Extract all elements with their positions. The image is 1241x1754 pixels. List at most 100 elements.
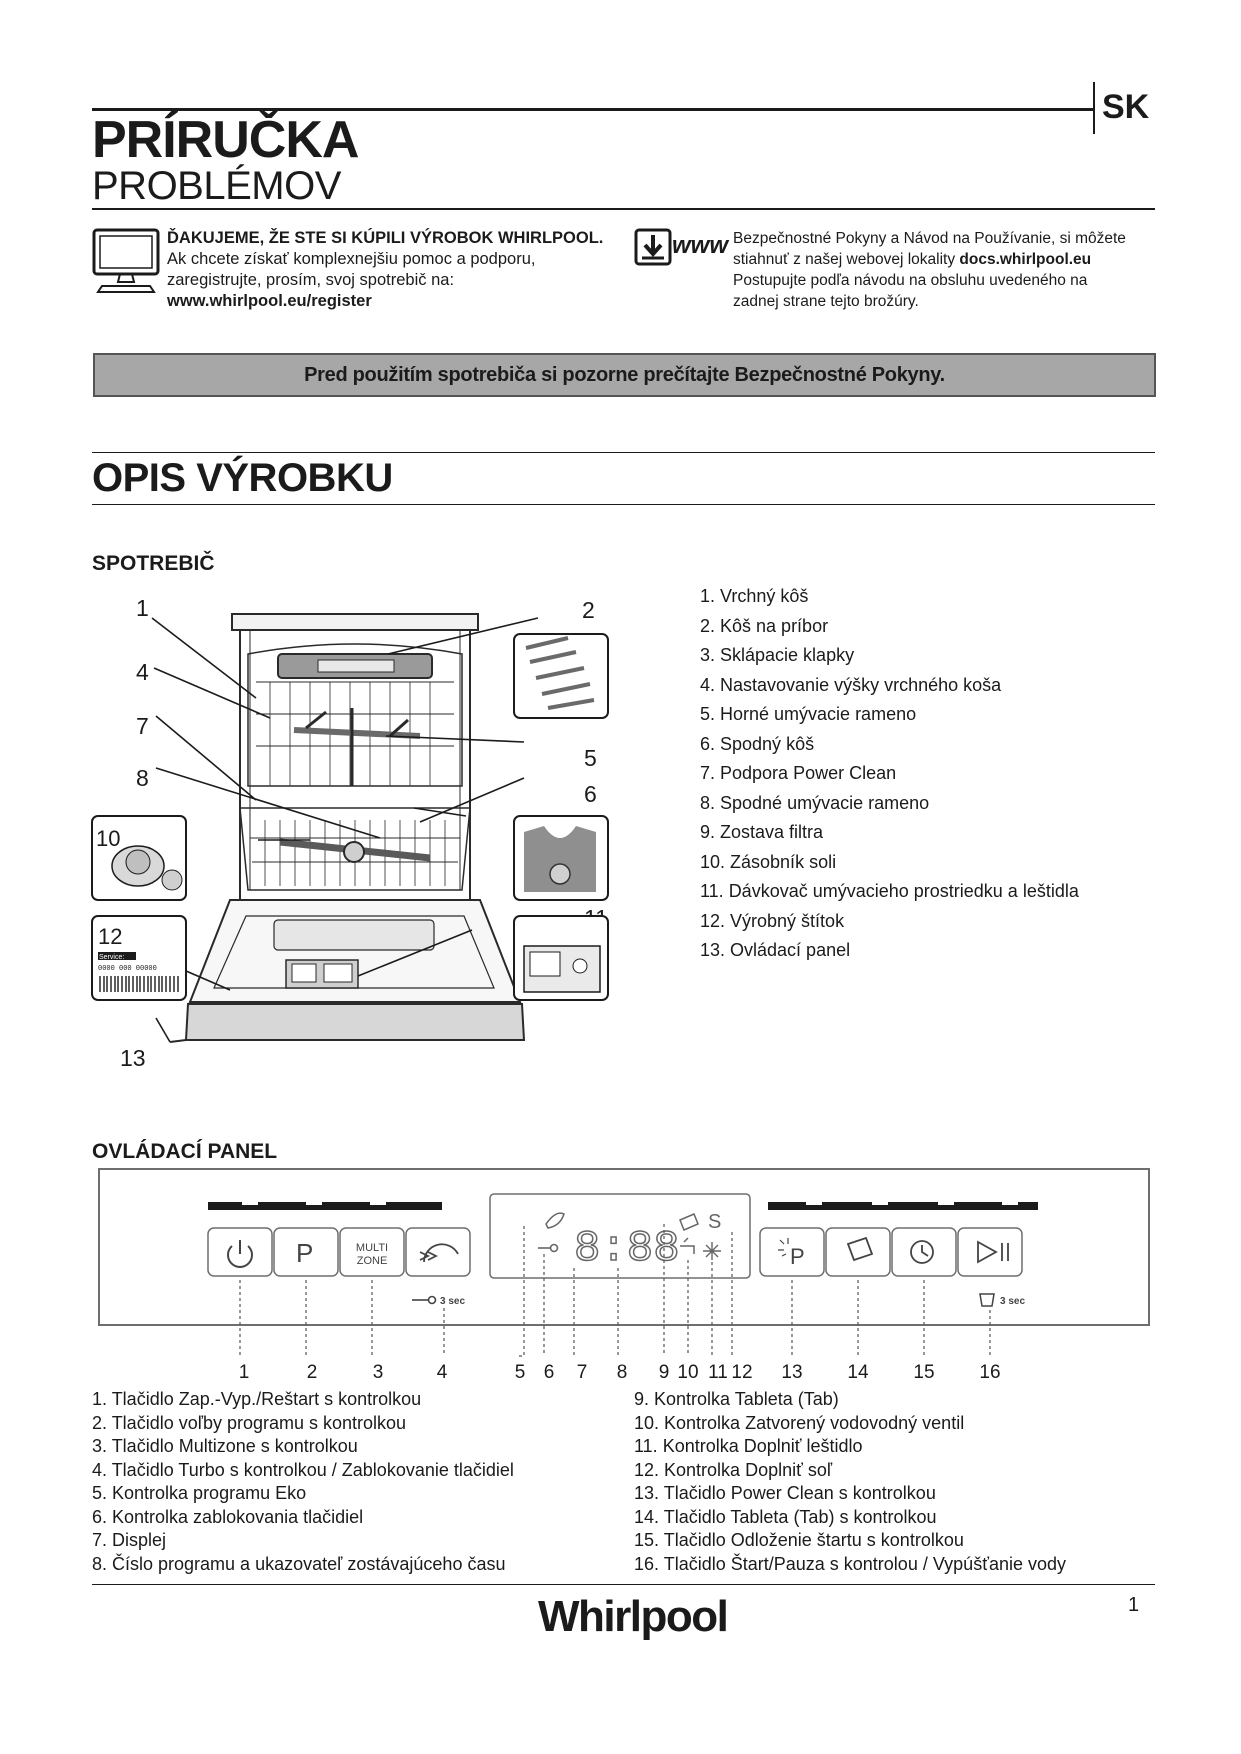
callout-4: 4 [136, 659, 149, 685]
list-item: 9. Zostava filtra [700, 822, 824, 842]
panel-number: 4 [436, 1362, 448, 1383]
panel-number: 9 [658, 1362, 670, 1383]
appliance-title: SPOTREBIČ [92, 552, 215, 575]
list-item: 12. Výrobný štítok [700, 910, 845, 931]
intro-line: Ak chcete získať komplexnejšiu pomoc a p… [167, 250, 536, 268]
safety-warning-banner: Pred použitím spotrebiča si pozorne preč… [93, 353, 1156, 397]
section-rule-top [92, 452, 1155, 453]
panel-number: 13 [781, 1362, 803, 1383]
list-item: 7. Displej [92, 1530, 167, 1550]
panel-number: 3 [372, 1362, 384, 1383]
turbo-icon [419, 1243, 459, 1263]
power-clean-icon: P [778, 1238, 805, 1269]
key-icon [412, 1295, 437, 1305]
list-item: 11. Dávkovač umývacieho prostriedku a le… [700, 881, 1079, 901]
service-label: Service: [99, 954, 124, 961]
register-link[interactable]: www.whirlpool.eu/register [167, 292, 372, 310]
list-item: 13. Ovládací panel [700, 940, 851, 960]
tablet-button-icon [846, 1236, 874, 1262]
list-item: 16. Tlačidlo Štart/Pauza s kontrolou / V… [634, 1553, 1066, 1574]
download-icon [634, 228, 730, 273]
delay-start-icon [910, 1240, 934, 1264]
footer-rule [92, 1584, 1155, 1585]
list-item: 12. Kontrolka Doplniť soľ [634, 1459, 833, 1480]
computer-icon [92, 228, 160, 299]
intro-line: zadnej strane tejto brožúry. [733, 293, 919, 310]
dishwasher-illustration: 1 2 3 4 5 7 6 8 9 11 13 10 12 Servi [91, 595, 609, 1071]
list-item: 3. Sklápacie klapky [700, 645, 855, 665]
service-number: 0000 000 00000 [98, 965, 157, 973]
appliance-parts-list: 1. Vrchný kôš 2. Kôš na príbor 3. Sklápa… [700, 582, 1079, 966]
key-lock-icon [538, 1243, 559, 1253]
list-item: 2. Kôš na príbor [700, 615, 829, 636]
intro-line: stiahnuť z našej webovej lokality docs.w… [733, 249, 1163, 270]
list-item: 14. Tlačidlo Tableta (Tab) s kontrolkou [634, 1506, 937, 1527]
list-item: 3. Tlačidlo Multizone s kontrolkou [92, 1436, 358, 1456]
list-item: 11. Kontrolka Doplniť leštidlo [634, 1436, 863, 1456]
list-item: 13. Tlačidlo Power Clean s kontrolkou [634, 1483, 936, 1503]
callout-13: 13 [120, 1045, 146, 1071]
control-panel-illustration: P MULTI ZONE 3 sec 8:88 S [98, 1168, 1150, 1357]
intro-line: zaregistrujte, prosím, svoj spotrebič na… [167, 271, 455, 289]
panel-number: 6 [543, 1362, 555, 1383]
list-item: 15. Tlačidlo Odloženie štartu s kontrolk… [634, 1530, 964, 1550]
control-panel-list-right: 9. Kontrolka Tableta (Tab) 10. Kontrolka… [634, 1388, 1066, 1576]
intro-docs: Bezpečnostné Pokyny a Návod na Používani… [733, 228, 1163, 312]
list-item: 5. Kontrolka programu Eko [92, 1483, 307, 1503]
svg-text:P: P [790, 1244, 805, 1269]
program-letter: P [296, 1238, 313, 1268]
list-item: 10. Zásobník soli [700, 851, 837, 872]
www-label: www [672, 232, 729, 259]
intro-heading: ĎAKUJEME, ŽE STE SI KÚPILI VÝROBOK WHIRL… [167, 229, 604, 247]
panel-number: 15 [913, 1362, 935, 1383]
intro-thanks: ĎAKUJEME, ŽE STE SI KÚPILI VÝROBOK WHIRL… [167, 228, 627, 312]
salt-letter: S [708, 1211, 721, 1233]
list-item: 4. Tlačidlo Turbo s kontrolkou / Zabloko… [92, 1459, 514, 1480]
control-panel-title: OVLÁDACÍ PANEL [92, 1140, 278, 1163]
title-rule [92, 208, 1155, 210]
intro-text: stiahnuť z našej webovej lokality [733, 251, 960, 268]
list-item: 6. Kontrolka zablokovania tlačidiel [92, 1506, 364, 1527]
panel-number: 10 [677, 1362, 699, 1383]
callout-1: 1 [136, 595, 149, 621]
list-item: 8. Číslo programu a ukazovateľ zostávajú… [92, 1553, 506, 1574]
list-item: 1. Tlačidlo Zap.-Vyp./Reštart s kontrolk… [92, 1389, 422, 1409]
drain-icon [979, 1293, 995, 1307]
list-item: 5. Horné umývacie rameno [700, 704, 917, 724]
panel-number: 16 [979, 1362, 1001, 1383]
whirlpool-logo: Whirlpool [538, 1592, 729, 1641]
start-pause-icon [977, 1240, 1009, 1264]
rinse-aid-icon [703, 1242, 721, 1260]
docs-link[interactable]: docs.whirlpool.eu [959, 251, 1092, 268]
panel-number: 2 [306, 1362, 318, 1383]
header-rule [92, 108, 1095, 111]
list-item: 1. Vrchný kôš [700, 586, 809, 606]
eco-leaf-icon [545, 1212, 565, 1229]
callout-10: 10 [96, 826, 120, 851]
display-digits: 8:88 [574, 1224, 680, 1274]
drain-hint: 3 sec [1000, 1296, 1025, 1307]
page-title: PRÍRUČKA [92, 111, 359, 169]
dishwasher-diagram: 1 2 3 4 5 7 6 8 9 11 13 10 12 Servi [90, 590, 650, 1090]
list-item: 6. Spodný kôš [700, 733, 815, 754]
language-code: SK [1102, 88, 1150, 126]
panel-callout-numbers: 1 2 3 4 5 6 7 8 9 10 11 12 13 14 15 16 [0, 1362, 1241, 1388]
callout-5: 5 [584, 745, 597, 771]
multizone-line2: ZONE [357, 1255, 388, 1267]
tap-icon [680, 1237, 695, 1254]
language-divider [1093, 82, 1095, 134]
callout-6: 6 [584, 781, 597, 807]
panel-number: 12 [731, 1362, 753, 1383]
multizone-line1: MULTI [356, 1242, 388, 1254]
panel-number: 8 [616, 1362, 628, 1383]
page-number: 1 [1128, 1594, 1140, 1616]
panel-number: 1 [238, 1362, 250, 1383]
list-item: 9. Kontrolka Tableta (Tab) [634, 1389, 839, 1409]
callout-7: 7 [136, 713, 149, 739]
power-icon [227, 1240, 253, 1268]
control-panel-diagram: P MULTI ZONE 3 sec 8:88 S [98, 1168, 1150, 1368]
section-rule-bottom [92, 504, 1155, 505]
panel-number: 14 [847, 1362, 869, 1383]
list-item: 8. Spodné umývacie rameno [700, 792, 930, 813]
callout-2: 2 [582, 597, 595, 623]
